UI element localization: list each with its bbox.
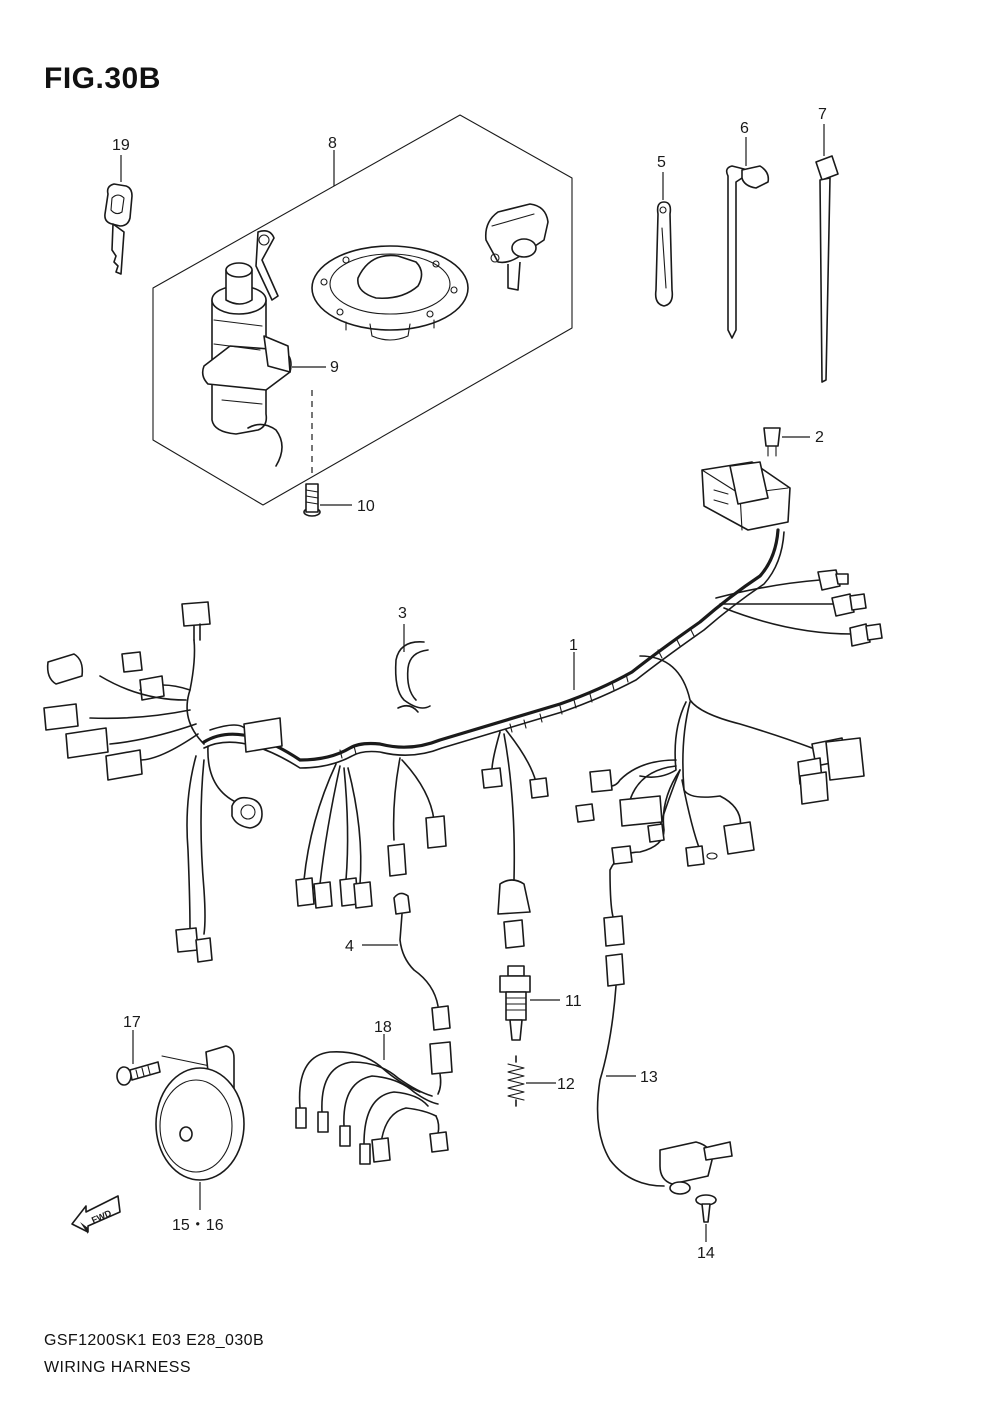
- bolt-17-icon: [116, 1061, 161, 1086]
- figure-code: GSF1200SK1 E03 E28_030B: [44, 1332, 265, 1349]
- horn-icon: [155, 1045, 245, 1181]
- callout-15-16: 15・16: [172, 1217, 224, 1234]
- sub-harness-4-icon: [393, 892, 451, 1031]
- callout-11: 11: [565, 993, 582, 1010]
- callout-9: 9: [330, 359, 339, 376]
- fwd-arrow-icon: FWD: [71, 1195, 121, 1234]
- screw-14-icon: [695, 1194, 717, 1223]
- figure-name: WIRING HARNESS: [44, 1359, 191, 1376]
- clamp-6-icon: [725, 165, 770, 339]
- callout-4: 4: [345, 938, 354, 955]
- callout-7: 7: [818, 106, 827, 123]
- main-wiring-harness: [43, 528, 883, 963]
- callout-19: 19: [112, 137, 130, 154]
- callout-1: 1: [569, 637, 578, 654]
- fuse-2-icon: [763, 427, 781, 457]
- callout-3: 3: [398, 605, 407, 622]
- callout-14: 14: [697, 1245, 715, 1262]
- callout-17: 17: [123, 1014, 141, 1031]
- seat-lock-icon: [484, 203, 549, 291]
- wire-set-18-icon: [295, 1041, 453, 1165]
- spring-12-icon: [507, 1055, 525, 1107]
- bolt-10-icon: [303, 483, 321, 517]
- clip-3-icon: [394, 641, 431, 713]
- clamp-5-icon: [654, 201, 674, 307]
- key-icon: [104, 183, 133, 275]
- callout-13: 13: [640, 1069, 658, 1086]
- callout-18: 18: [374, 1019, 392, 1036]
- sensor-lead-13-icon: [596, 953, 733, 1195]
- fuel-cap-icon: [311, 245, 469, 341]
- figure-title: FIG.30B: [44, 62, 161, 95]
- ignition-switch-icon: [201, 230, 292, 467]
- lock-set-kit-outline: [152, 114, 573, 506]
- cable-tie-7-icon: [815, 155, 839, 383]
- callout-10: 10: [357, 498, 375, 515]
- callout-6: 6: [740, 120, 749, 137]
- fuse-box-icon: [701, 461, 791, 531]
- callout-8: 8: [328, 135, 337, 152]
- callout-5: 5: [657, 154, 666, 171]
- switch-11-icon: [499, 965, 531, 1041]
- callout-2: 2: [815, 429, 824, 446]
- callout-12: 12: [557, 1076, 575, 1093]
